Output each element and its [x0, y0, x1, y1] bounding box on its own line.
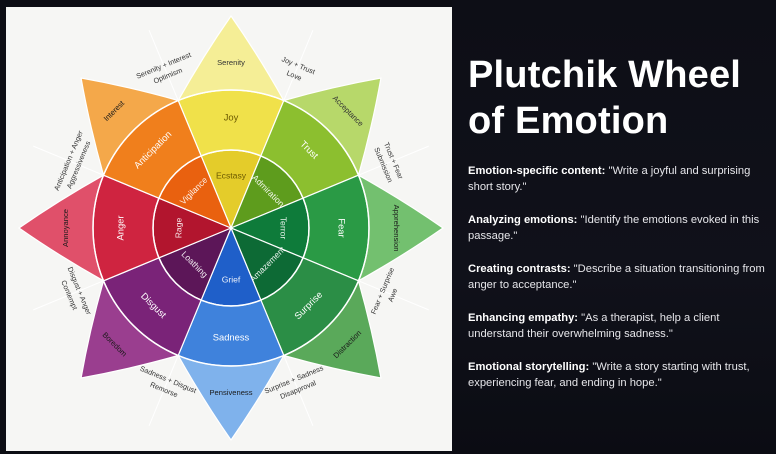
emotion-label-mild: Serenity — [217, 58, 245, 67]
petal-anger: Rage Anger Annoyance — [17, 173, 233, 283]
middle-ring — [92, 89, 370, 367]
prompt-empathy: Enhancing empathy: "As a therapist, help… — [468, 310, 768, 342]
dyad-shape — [358, 280, 429, 311]
text-panel: Plutchik Wheel of Emotion Emotion-specif… — [452, 0, 776, 454]
petal-joy: Ecstasy Joy Serenity — [176, 14, 286, 230]
prompt-analyzing: Analyzing emotions: "Identify the emotio… — [468, 212, 768, 244]
emotion-label-intense: Ecstasy — [216, 170, 247, 180]
prompt-text: "Write a story starting with trust, expe… — [468, 361, 750, 389]
emotion-label-mild: Annoyance — [61, 209, 70, 247]
emotion-label-primary: Joy — [224, 111, 239, 122]
dyad-shape — [283, 30, 314, 101]
slide-title: Plutchik Wheel of Emotion — [468, 52, 768, 144]
prompt-text: "Identify the emotions evoked in this pa… — [468, 214, 760, 242]
prompt-label: Enhancing empathy: — [468, 312, 579, 324]
inner-ring — [152, 149, 310, 307]
emotion-label-primary: Fear — [337, 218, 348, 237]
prompt-storytelling: Emotional storytelling: "Write a story s… — [468, 359, 768, 391]
dyad-shape — [358, 145, 429, 176]
emotion-label-primary: Sadness — [213, 331, 250, 342]
prompt-text: "Describe a situation transitioning from… — [468, 263, 765, 291]
dyad-shape — [33, 145, 104, 176]
emotion-label-intense: Terror — [279, 217, 289, 240]
prompt-label: Analyzing emotions: — [468, 214, 578, 226]
prompt-text: "Write a joyful and surprising short sto… — [468, 165, 751, 193]
emotion-label-intense: Grief — [222, 274, 241, 284]
prompt-label: Emotional storytelling: — [468, 361, 590, 373]
petal-outer-segment — [176, 354, 286, 442]
title-line-1: Plutchik Wheel — [468, 54, 742, 96]
prompt-emotion-specific: Emotion-specific content: "Write a joyfu… — [468, 163, 768, 195]
dyad-shape — [148, 355, 179, 426]
dyad-shape — [148, 30, 179, 101]
emotion-label-mild: Pensiveness — [209, 388, 252, 397]
prompt-label: Creating contrasts: — [468, 263, 571, 275]
emotion-label-primary: Anger — [114, 215, 125, 240]
dyad-shape — [283, 355, 314, 426]
emotion-label-mild: Apprehension — [392, 205, 401, 252]
dyad-shape — [33, 280, 104, 311]
emotion-label-intense: Rage — [173, 218, 183, 239]
prompt-label: Emotion-specific content: — [468, 165, 606, 177]
title-line-2: of Emotion — [468, 100, 669, 142]
prompt-text: "As a therapist, help a client understan… — [468, 312, 720, 340]
prompt-contrasts: Creating contrasts: "Describe a situatio… — [468, 261, 768, 293]
